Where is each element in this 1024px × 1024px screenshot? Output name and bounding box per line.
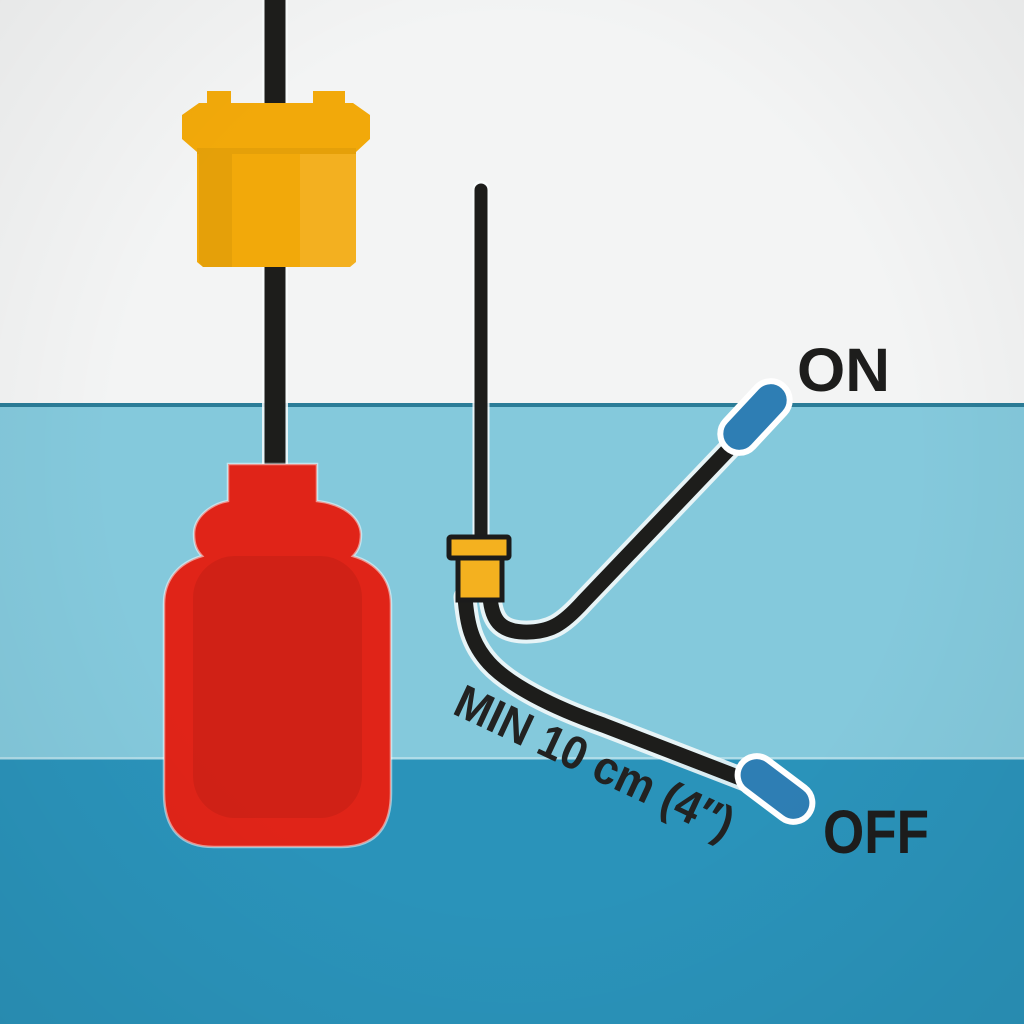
float-body-shading <box>193 556 362 818</box>
upper-waterline <box>0 403 1024 408</box>
air-background <box>0 0 1024 406</box>
cable-gland-seam <box>197 148 356 154</box>
on-float-pill-shape <box>717 378 793 456</box>
float-body <box>162 462 393 849</box>
off-cable <box>457 589 761 791</box>
cable-clamp-body <box>455 553 505 603</box>
on-label: ON <box>797 336 890 404</box>
lower-waterline-highlight <box>0 757 1024 760</box>
on-cable <box>482 421 756 640</box>
off-float-pill <box>734 753 816 825</box>
cable-clamp-flange <box>446 534 512 561</box>
off-float-pill-shape <box>734 753 816 825</box>
cable-gland-shadow-facet <box>199 154 232 267</box>
cable-gland <box>182 91 370 267</box>
cable-gland-light-facet <box>300 154 356 267</box>
on-float-pill <box>717 378 793 456</box>
off-label: OFF <box>823 798 929 866</box>
